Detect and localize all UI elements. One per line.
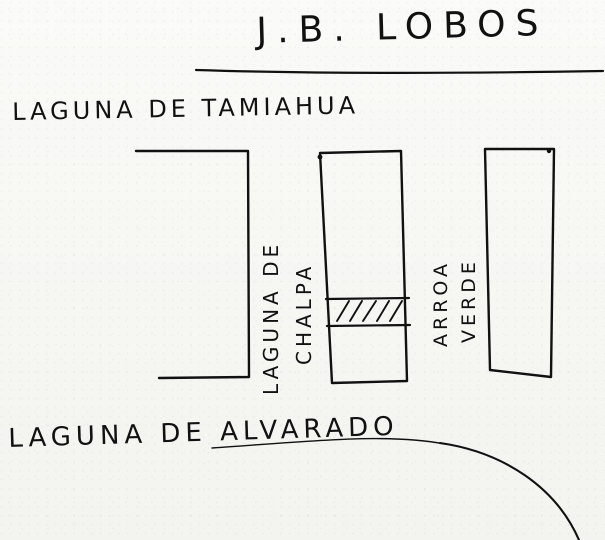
right-vertical-label: ARROA — [430, 259, 452, 347]
left-vertical-label-2: CHALPA — [292, 262, 316, 365]
title-text: J.B. LOBOS — [255, 2, 549, 52]
coast-curve — [438, 441, 581, 540]
hatch-line-3 — [362, 300, 377, 322]
hatch-line-2 — [349, 300, 363, 322]
right-block — [483, 147, 556, 379]
bottom-label-underline — [211, 437, 446, 449]
center-divider-top — [324, 296, 411, 301]
center-divider-bottom — [325, 323, 412, 328]
hatch-line-1 — [336, 300, 350, 322]
center-block — [318, 149, 409, 385]
right-vertical-label-2: VERDE — [458, 258, 480, 343]
left-block — [134, 149, 251, 380]
hatch-line-5 — [389, 300, 403, 322]
corner-dot-2 — [546, 148, 552, 154]
hatch-line-4 — [376, 300, 390, 322]
left-vertical-label: LAGUNA DE — [259, 240, 283, 395]
top-lagoon-label: LAGUNA DE TAMIAHUA — [11, 91, 360, 126]
corner-dot-1 — [317, 154, 323, 160]
title-underline — [194, 68, 605, 74]
